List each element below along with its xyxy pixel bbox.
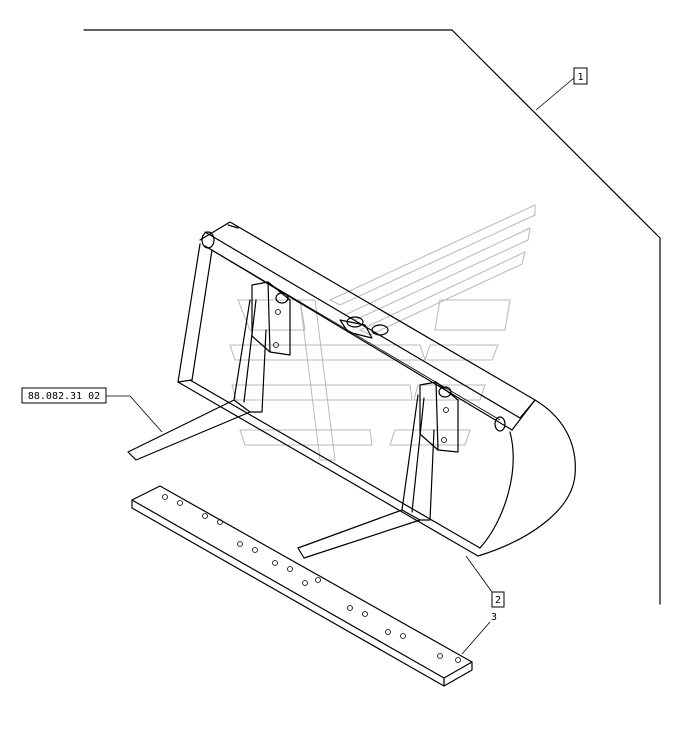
callout-3-label[interactable]: 3	[491, 612, 497, 623]
cutting-edge-bar[interactable]	[131, 485, 473, 687]
callout-2[interactable]: 2	[491, 591, 505, 608]
assembly-bracket-line	[83, 29, 661, 605]
callout-2-label: 2	[495, 595, 501, 606]
bucket[interactable]	[177, 221, 576, 557]
callout-1-label: 1	[577, 72, 583, 83]
watermark-logo	[229, 204, 536, 461]
leader-line-2	[465, 555, 493, 593]
fork-right[interactable]	[297, 381, 459, 559]
leader-line-3	[461, 621, 491, 655]
callout-reference[interactable]: 88.082.31 02	[21, 387, 107, 404]
callout-1[interactable]: 1	[573, 67, 588, 85]
leader-line-1	[535, 77, 575, 111]
bolt-holes	[162, 494, 461, 663]
callout-reference-label: 88.082.31 02	[28, 391, 100, 402]
fork-left[interactable]	[127, 281, 291, 461]
